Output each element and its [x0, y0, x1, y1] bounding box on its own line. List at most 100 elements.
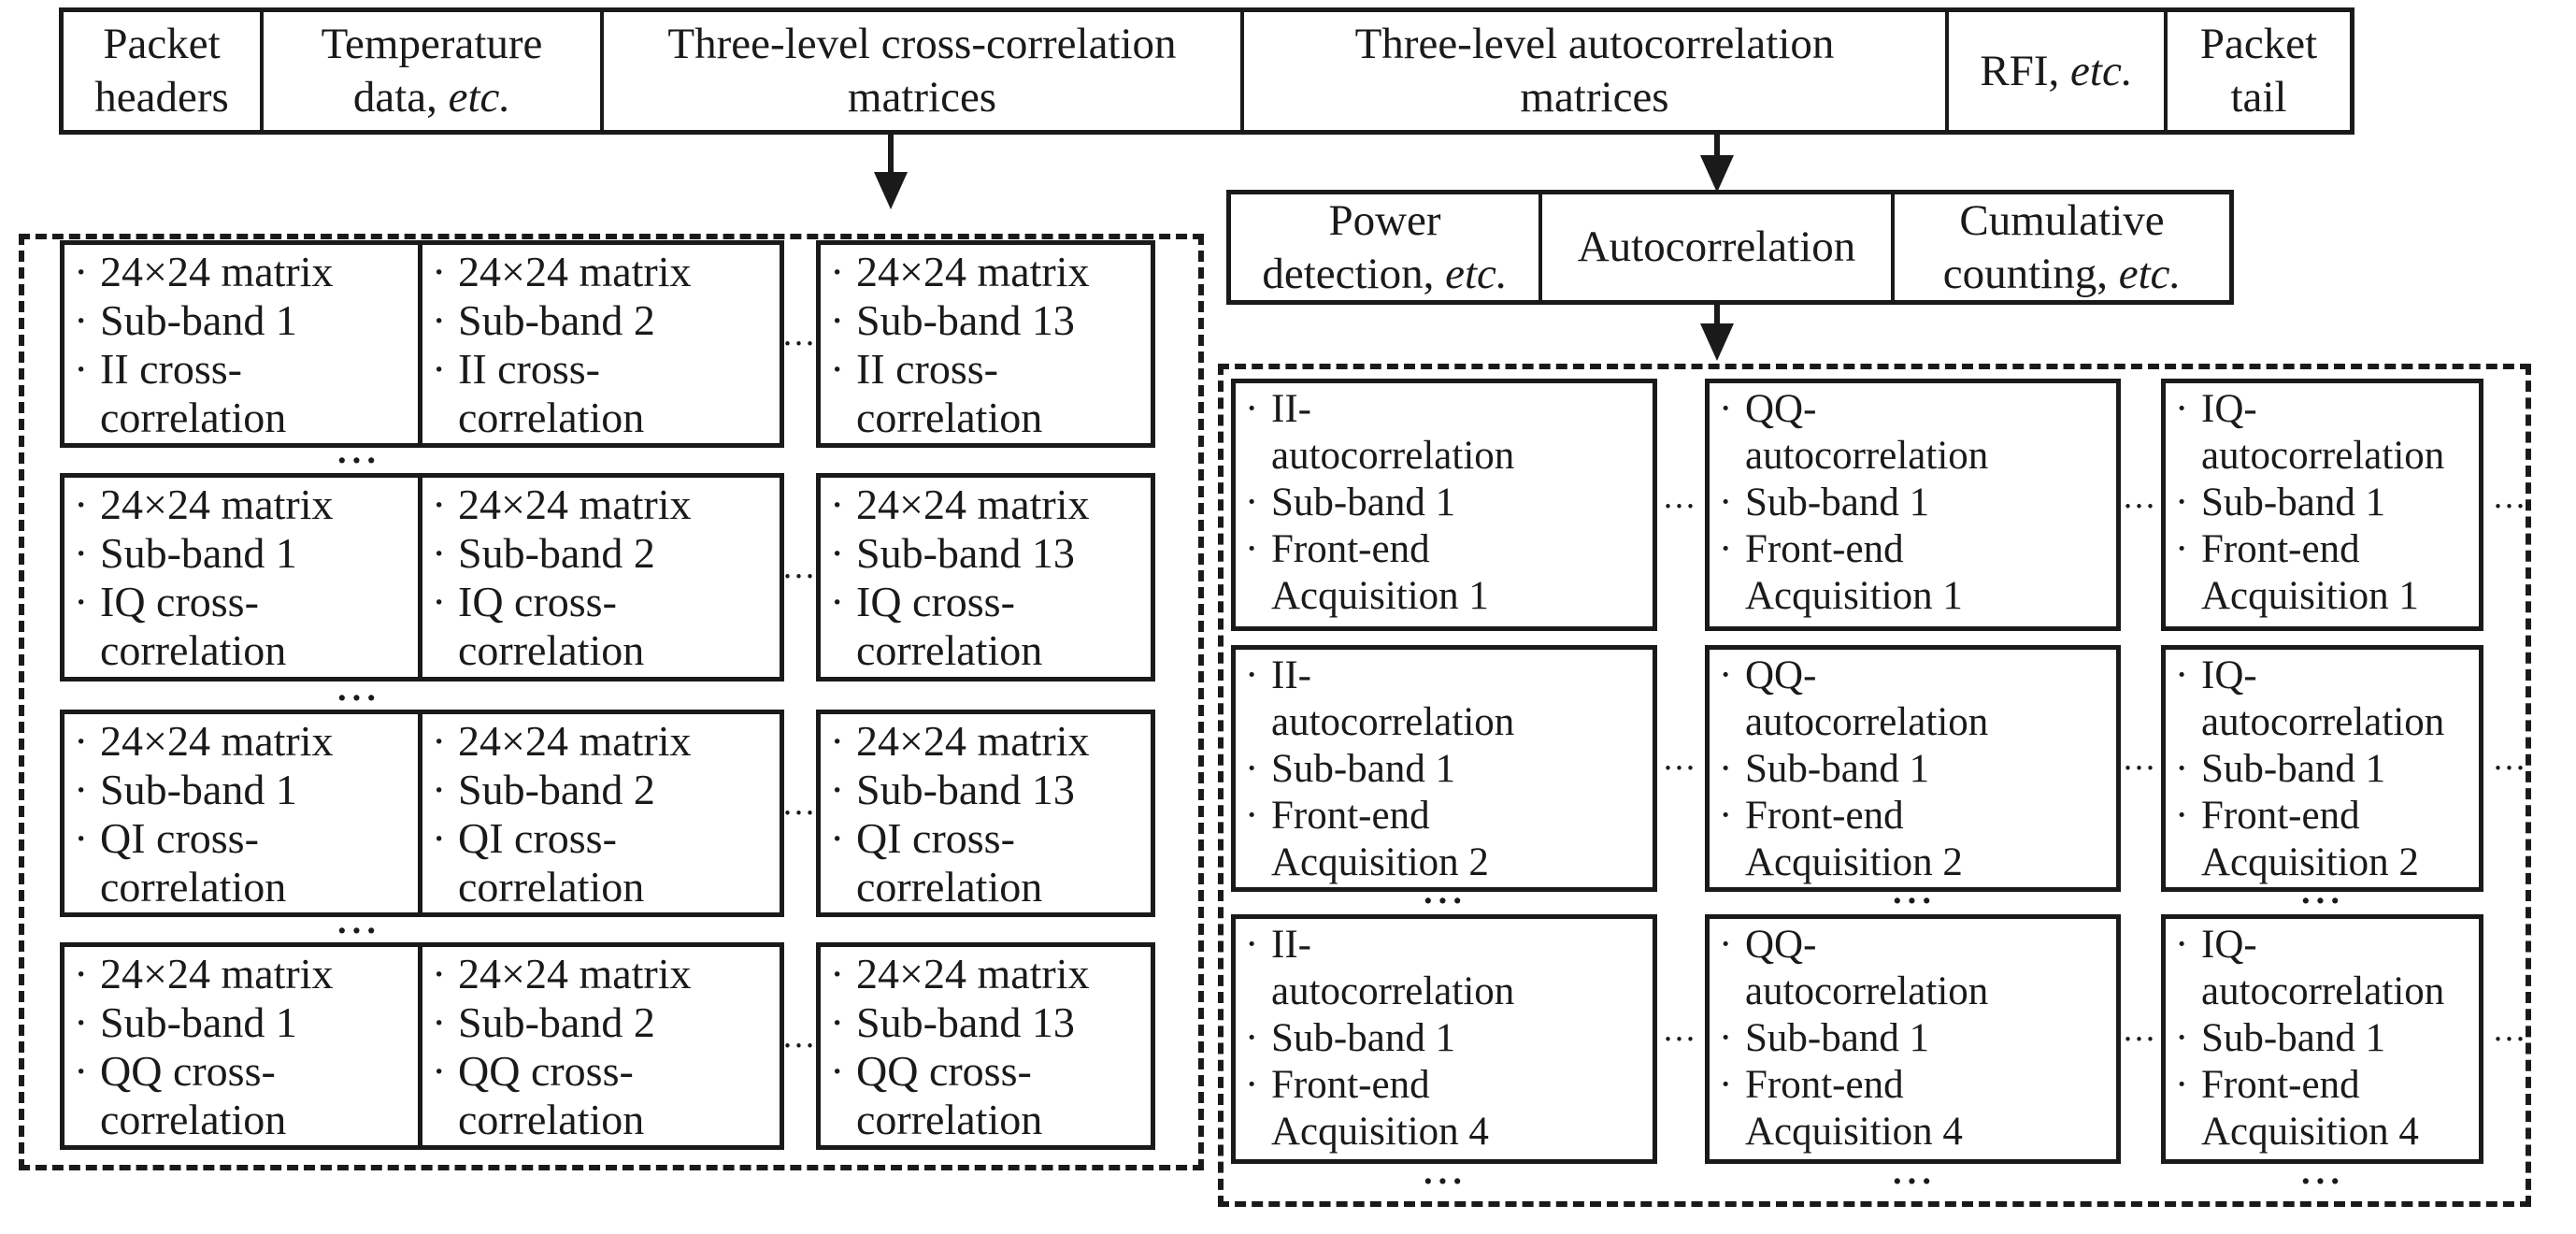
box-line: correlation [458, 863, 645, 911]
box-line: ·24×24 matrix [830, 950, 1090, 997]
bullet-dot: · [830, 529, 845, 577]
bullet-dot: · [1245, 387, 1259, 431]
bullet-dot: · [1245, 1016, 1259, 1060]
ellipsis-dots: ··· [336, 679, 380, 718]
arrow-down-cross-correlation [888, 133, 894, 176]
bullet-dot: · [74, 481, 89, 528]
ellipsis-dots: ··· [2299, 882, 2344, 921]
box-line: ·Sub-band 1 [2175, 481, 2386, 524]
box-line: ·QI cross- [830, 814, 1015, 862]
box-line: ·IQ cross- [74, 578, 259, 625]
field-packet-headers: Packet headers [64, 12, 264, 130]
bullet-dot: · [830, 1047, 845, 1095]
autocorrelation-box-r3c3: ·IQ-autocorrelation·Sub-band 1·Front-end… [2161, 914, 2483, 1164]
ellipsis-dots: ··· [2299, 1162, 2344, 1201]
box-line: ·Front-end [1719, 1063, 1904, 1107]
bullet-dot: · [2175, 1063, 2189, 1107]
bullet-dot: · [74, 998, 89, 1046]
ellipsis-dots: ··· [782, 1031, 818, 1060]
box-line: ·IQ- [2175, 653, 2257, 697]
ellipsis-dots: ··· [2123, 1025, 2158, 1054]
box-line: correlation [100, 863, 287, 911]
bullet-dot: · [432, 766, 447, 813]
bullet-dot: · [1245, 653, 1259, 697]
ellipsis-dots: ··· [2493, 1025, 2528, 1054]
bullet-dot: · [1245, 527, 1259, 571]
box-line: correlation [856, 626, 1043, 674]
bullet-dot: · [830, 296, 845, 344]
field-label: matrices [1520, 73, 1669, 122]
box-line: ·IQ cross- [432, 578, 617, 625]
cross-correlation-box-r1c3: ·24×24 matrix·Sub-band 13·II cross-corre… [816, 240, 1155, 448]
cross-correlation-box-r3c2: ·24×24 matrix·Sub-band 2·QI cross-correl… [418, 710, 784, 917]
cell-cumulative-counting: Cumulative counting, etc. [1895, 194, 2229, 300]
bullet-dot: · [2175, 527, 2189, 571]
autocorrelation-process-strip: Power detection, etc. Autocorrelation Cu… [1226, 190, 2234, 305]
bullet-dot: · [1245, 747, 1259, 791]
box-line: correlation [458, 626, 645, 674]
box-line: ·Front-end [1245, 527, 1430, 571]
field-cross-correlation-matrices: Three-level cross-correlation matrices [604, 12, 1244, 130]
box-line: ·Sub-band 1 [1245, 1016, 1456, 1060]
bullet-dot: · [432, 814, 447, 862]
box-line: ·Front-end [2175, 1063, 2360, 1107]
ellipsis-dots: ··· [1663, 753, 1698, 782]
box-line: ·Front-end [2175, 527, 2360, 571]
box-line: ·24×24 matrix [74, 481, 334, 528]
cross-correlation-box-r2c3: ·24×24 matrix·Sub-band 13·IQ cross-corre… [816, 473, 1155, 682]
box-line: ·QQ- [1719, 923, 1817, 967]
cross-correlation-box-r3c1: ·24×24 matrix·Sub-band 1·QI cross-correl… [60, 710, 422, 917]
box-line: autocorrelation [1271, 700, 1515, 744]
field-label: Three-level cross-correlation [667, 20, 1177, 68]
bullet-dot: · [1719, 653, 1733, 697]
field-label: Packet [2199, 20, 2318, 68]
box-line: ·II cross- [432, 345, 600, 393]
box-line: Acquisition 4 [1745, 1110, 1963, 1154]
box-line: ·II- [1245, 923, 1311, 967]
bullet-dot: · [432, 345, 447, 393]
bullet-dot: · [432, 1047, 447, 1095]
bullet-dot: · [1719, 747, 1733, 791]
bullet-dot: · [74, 717, 89, 765]
bullet-dot: · [1719, 1016, 1733, 1060]
box-line: ·24×24 matrix [74, 950, 334, 997]
box-line: correlation [458, 1096, 645, 1143]
box-line: ·Sub-band 1 [1245, 481, 1456, 524]
ellipsis-dots: ··· [2123, 753, 2158, 782]
box-line: ·IQ- [2175, 923, 2257, 967]
cross-correlation-panel [19, 234, 1204, 1170]
autocorrelation-panel [1218, 364, 2531, 1207]
ellipsis-dots: ··· [1891, 882, 1936, 921]
box-line: ·24×24 matrix [830, 481, 1090, 528]
box-line: ·QQ cross- [432, 1047, 634, 1095]
bullet-dot: · [432, 248, 447, 295]
box-line: correlation [100, 626, 287, 674]
box-line: ·Sub-band 1 [2175, 747, 2386, 791]
bullet-dot: · [1245, 1063, 1259, 1107]
bullet-dot: · [830, 248, 845, 295]
bullet-dot: · [2175, 387, 2189, 431]
box-line: autocorrelation [1745, 434, 1989, 478]
bullet-dot: · [830, 814, 845, 862]
bullet-dot: · [74, 814, 89, 862]
box-line: autocorrelation [2201, 700, 2445, 744]
box-line: Acquisition 2 [1271, 840, 1489, 884]
box-line: ·Sub-band 13 [830, 296, 1075, 344]
box-line: ·Sub-band 2 [432, 998, 655, 1046]
cell-label: detection, etc. [1262, 249, 1508, 298]
cross-correlation-box-r4c2: ·24×24 matrix·Sub-band 2·QQ cross-correl… [418, 942, 784, 1150]
box-line: correlation [856, 1096, 1043, 1143]
box-line: ·Sub-band 13 [830, 529, 1075, 577]
bullet-dot: · [2175, 1016, 2189, 1060]
box-line: ·24×24 matrix [74, 248, 334, 295]
box-line: ·QQ- [1719, 653, 1817, 697]
autocorrelation-box-r1c1: ·II-autocorrelation·Sub-band 1·Front-end… [1231, 379, 1657, 631]
bullet-dot: · [1245, 794, 1259, 838]
field-label: headers [94, 73, 229, 122]
box-line: ·Front-end [1719, 527, 1904, 571]
ellipsis-dots: ··· [782, 329, 818, 358]
ellipsis-dots: ··· [336, 911, 380, 951]
packet-fields-strip: Packet headers Temperature data, etc. Th… [59, 7, 2354, 135]
arrow-down-autocorrelation-bottom [1714, 305, 1720, 325]
box-line: ·IQ- [2175, 387, 2257, 431]
